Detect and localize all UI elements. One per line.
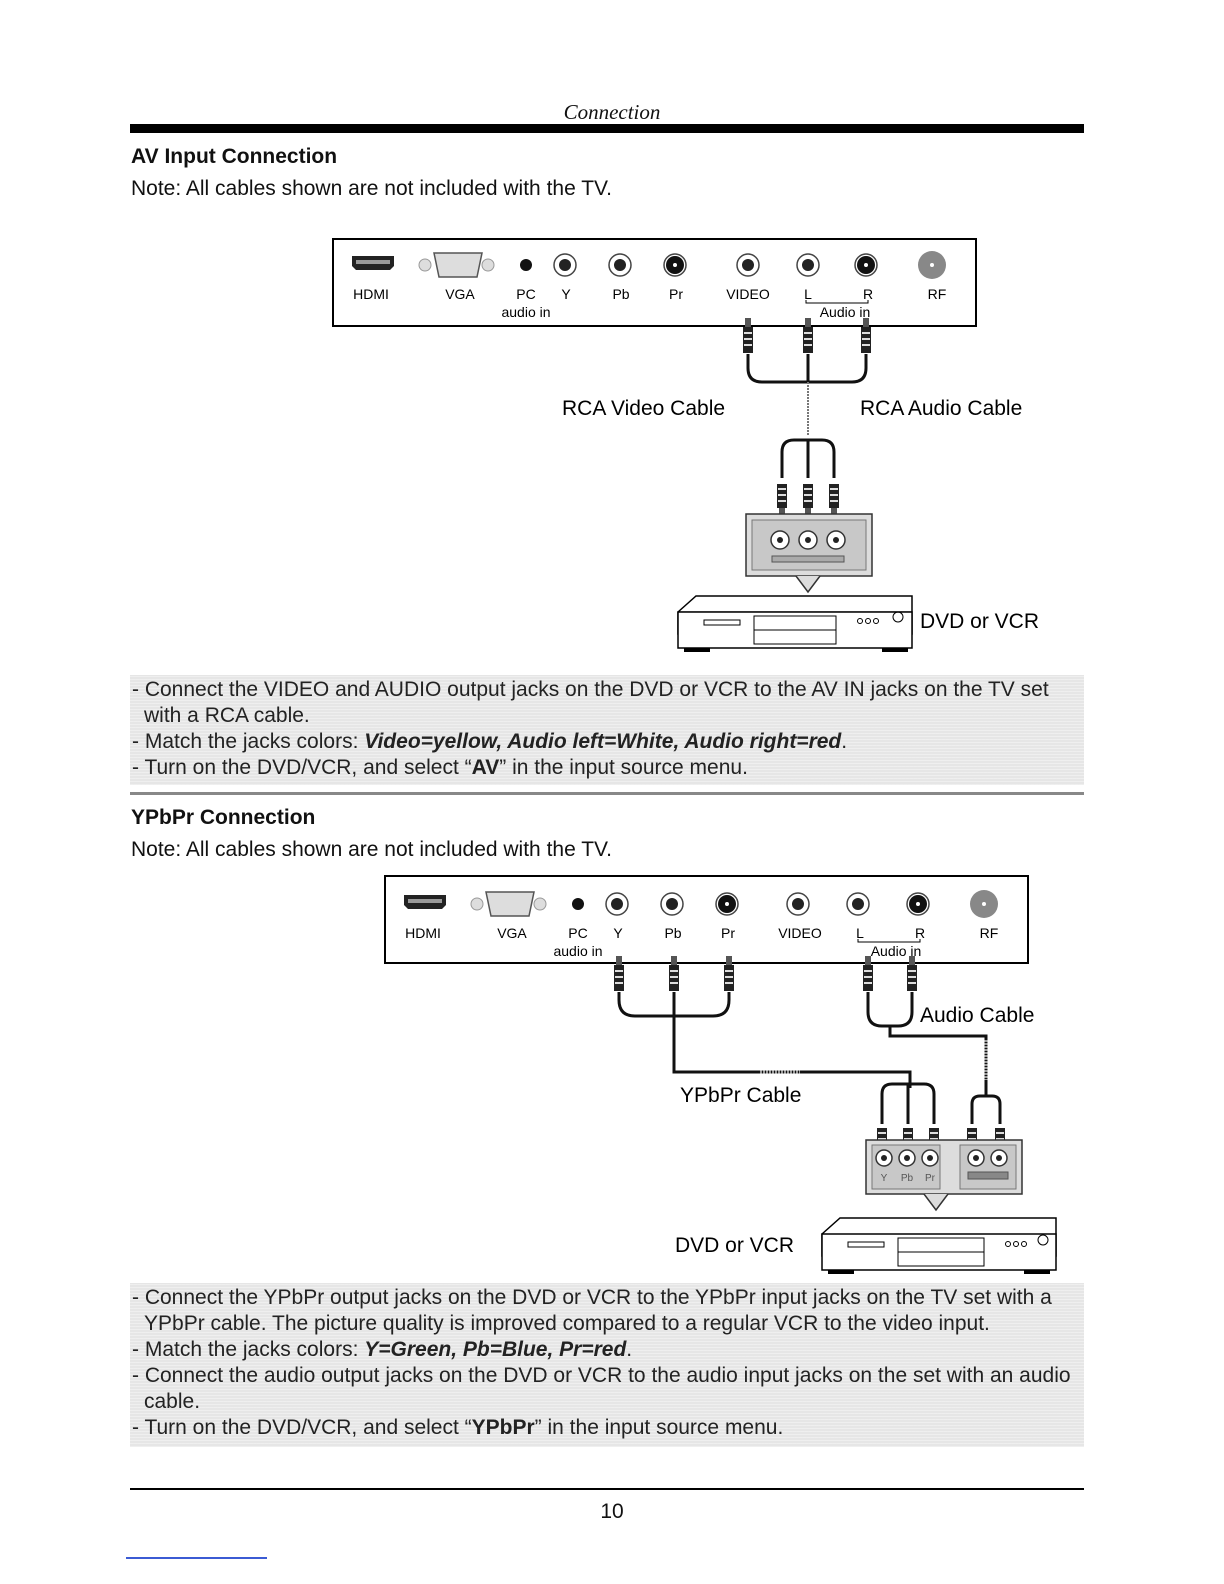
ypbpr-instruction-2-prefix: - Match the jacks colors: xyxy=(132,1338,365,1361)
pr-jack-icon xyxy=(715,892,739,916)
ypbpr-instruction-3: - Connect the audio output jacks on the … xyxy=(132,1364,1071,1413)
av-instruction-3-suffix: ” in the input source menu. xyxy=(499,756,748,779)
av-device-label: DVD or VCR xyxy=(920,610,1039,633)
ypbpr-instruction-2: - Match the jacks colors: Y=Green, Pb=Bl… xyxy=(132,1337,1080,1363)
ypbpr-tv-panel: HDMI VGA PC Y Pb Pr VIDEO L R RF audio i… xyxy=(384,875,1029,964)
ypbpr-device-label: DVD or VCR xyxy=(675,1234,794,1257)
pb-jack-icon xyxy=(608,253,632,277)
ypbpr-dvd-player-icon xyxy=(821,1217,1057,1274)
av-instruction-2: - Match the jacks colors: Video=yellow, … xyxy=(132,729,1080,755)
av-section-title: AV Input Connection xyxy=(131,145,338,168)
audio-in-label: Audio in xyxy=(820,304,871,320)
ypbpr-instruction-2-suffix: . xyxy=(626,1338,633,1361)
port-label-video: VIDEO xyxy=(778,925,822,941)
pb-jack-icon xyxy=(660,892,684,916)
port-label-y: Y xyxy=(613,925,623,941)
rca-video-cable-label: RCA Video Cable xyxy=(562,397,725,420)
av-note: Note: All cables shown are not included … xyxy=(131,177,612,200)
pc-audio-in-label: audio in xyxy=(553,943,602,959)
audio-r-jack-icon xyxy=(854,253,878,277)
av-source-key: AV xyxy=(471,756,500,779)
audio-in-label: Audio in xyxy=(871,943,922,959)
port-label-hdmi: HDMI xyxy=(405,925,441,941)
audio-l-jack-icon xyxy=(846,892,870,916)
ypbpr-instruction-4-suffix: ” in the input source menu. xyxy=(534,1416,784,1439)
av-dvd-player-icon xyxy=(677,595,913,652)
ypbpr-instruction-1: - Connect the YPbPr output jacks on the … xyxy=(132,1286,1052,1335)
vga-port-icon xyxy=(418,252,495,278)
av-cable-bottom xyxy=(777,438,839,516)
ypbpr-cable-top xyxy=(614,956,912,1088)
ypbpr-source-key: YPbPr xyxy=(471,1416,535,1439)
video-jack-icon xyxy=(736,253,760,277)
ypbpr-instructions-box: - Connect the YPbPr output jacks on the … xyxy=(130,1283,1084,1447)
y-jack-icon xyxy=(553,253,577,277)
port-label-pc: PC xyxy=(516,286,535,302)
page-header-title: Connection xyxy=(563,100,661,124)
ypbpr-instruction-4-prefix: - Turn on the DVD/VCR, and select “ xyxy=(132,1416,472,1439)
port-label-r: R xyxy=(863,286,873,302)
port-label-pb: Pb xyxy=(612,286,629,302)
ypbpr-note: Note: All cables shown are not included … xyxy=(131,838,612,861)
section-divider xyxy=(130,792,1084,795)
av-cable-top xyxy=(743,318,871,435)
footer-mark xyxy=(126,1557,267,1559)
page-number: 10 xyxy=(600,1500,624,1523)
rf-jack-icon xyxy=(918,251,946,279)
rf-jack-icon xyxy=(970,890,998,918)
hdmi-port-icon xyxy=(352,256,394,270)
video-jack-icon xyxy=(786,892,810,916)
port-label-y: Y xyxy=(561,286,571,302)
ypbpr-cable-bottom xyxy=(877,1082,939,1160)
audio-cable-top xyxy=(863,956,988,1096)
pc-audio-jack-icon xyxy=(572,898,584,910)
av-instruction-1: - Connect the VIDEO and AUDIO output jac… xyxy=(132,678,1049,727)
audio-r-jack-icon xyxy=(906,892,930,916)
av-instruction-2-suffix: . xyxy=(841,730,848,753)
ypbpr-section-title: YPbPr Connection xyxy=(131,806,316,829)
dvd-jack-label-pr: Pr xyxy=(925,1173,936,1184)
rca-audio-cable-label: RCA Audio Cable xyxy=(860,397,1022,420)
port-label-vga: VGA xyxy=(497,925,527,941)
port-label-pr: Pr xyxy=(721,925,735,941)
port-label-pc: PC xyxy=(568,925,587,941)
header-rule xyxy=(130,124,1084,133)
port-label-r: R xyxy=(915,925,925,941)
audio-cable-bottom xyxy=(967,1094,1005,1160)
hdmi-port-icon xyxy=(404,895,446,909)
port-label-hdmi: HDMI xyxy=(353,286,389,302)
port-label-l: L xyxy=(856,925,864,941)
av-dvd-jack-panel xyxy=(745,513,873,594)
ypbpr-color-mapping: Y=Green, Pb=Blue, Pr=red xyxy=(364,1338,627,1361)
vga-port-icon xyxy=(470,891,547,917)
pr-jack-icon xyxy=(663,253,687,277)
port-label-pr: Pr xyxy=(669,286,683,302)
av-instruction-3-prefix: - Turn on the DVD/VCR, and select “ xyxy=(132,756,472,779)
ypbpr-dvd-jack-panel: Y Pb Pr xyxy=(865,1139,1023,1212)
av-instruction-2-prefix: - Match the jacks colors: xyxy=(132,730,365,753)
dvd-jack-label-pb: Pb xyxy=(901,1173,914,1184)
footer-rule xyxy=(130,1488,1084,1490)
pc-audio-jack-icon xyxy=(520,259,532,271)
av-instruction-3: - Turn on the DVD/VCR, and select “AV” i… xyxy=(132,755,1080,781)
port-label-video: VIDEO xyxy=(726,286,770,302)
pc-audio-in-label: audio in xyxy=(501,304,550,320)
av-color-mapping: Video=yellow, Audio left=White, Audio ri… xyxy=(364,730,842,753)
port-label-rf: RF xyxy=(928,286,947,302)
y-jack-icon xyxy=(605,892,629,916)
dvd-jack-label-y: Y xyxy=(881,1173,888,1184)
port-label-pb: Pb xyxy=(664,925,681,941)
port-label-l: L xyxy=(804,286,812,302)
ypbpr-cable-label: YPbPr Cable xyxy=(680,1084,801,1107)
audio-l-jack-icon xyxy=(796,253,820,277)
port-label-rf: RF xyxy=(980,925,999,941)
av-tv-panel: HDMI VGA PC Y Pb Pr VIDEO L R RF audio i… xyxy=(332,238,977,327)
audio-cable-label: Audio Cable xyxy=(920,1004,1034,1027)
ypbpr-instruction-4: - Turn on the DVD/VCR, and select “YPbPr… xyxy=(132,1415,1080,1441)
port-label-vga: VGA xyxy=(445,286,475,302)
av-instructions-box: - Connect the VIDEO and AUDIO output jac… xyxy=(130,675,1084,785)
